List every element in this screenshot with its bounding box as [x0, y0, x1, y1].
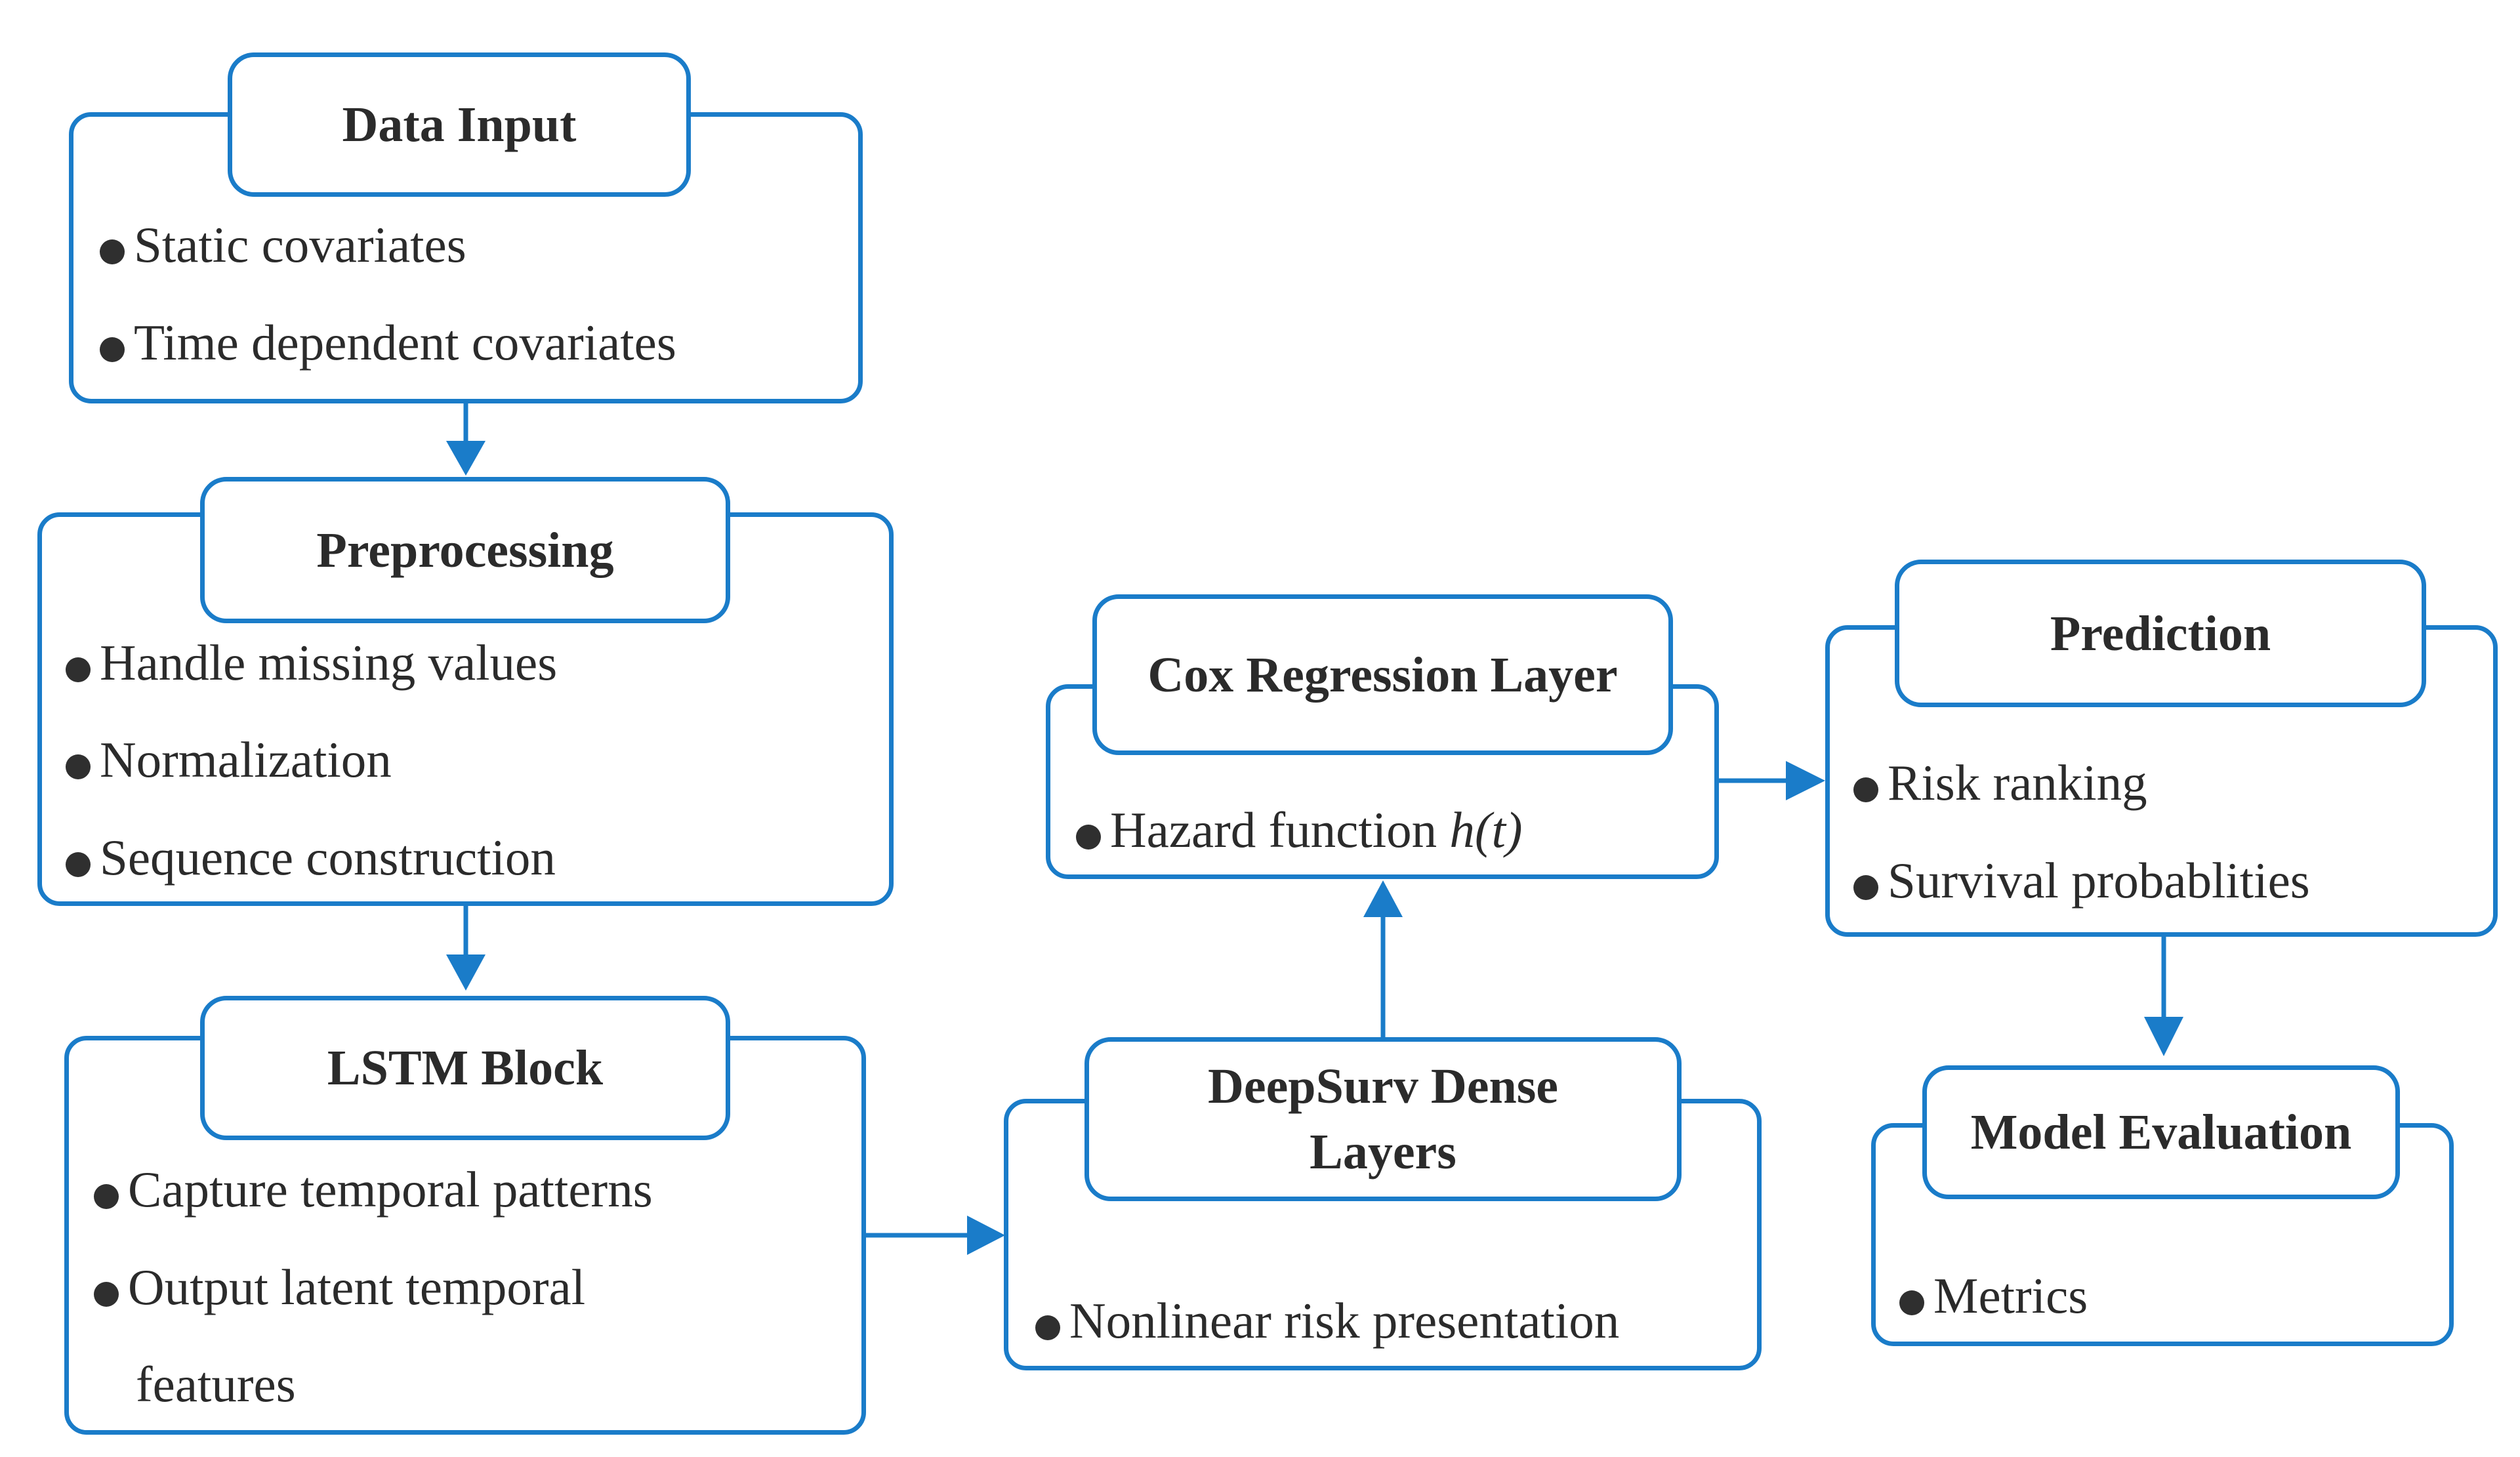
- bullet-icon: [66, 852, 91, 877]
- preprocessing-item-missing: Handle missing values: [66, 633, 557, 692]
- item-text: Metrics: [1933, 1267, 2088, 1324]
- item-text: Risk ranking: [1888, 754, 2147, 811]
- data-input-item-static: Static covariates: [100, 215, 466, 274]
- item-text: Capture temporal patterns: [128, 1161, 653, 1218]
- cox-item-hazard: Hazard function h(t): [1076, 800, 1523, 859]
- bullet-icon: [1853, 777, 1878, 802]
- data-input-item-time-dependent: Time dependent covariates: [100, 313, 676, 372]
- cox-header: Cox Regression Layer: [1092, 594, 1673, 755]
- item-text: Hazard function: [1110, 802, 1437, 858]
- data-input-header: Data Input: [228, 52, 691, 197]
- deepsurv-title-line1: DeepSurv Dense: [1207, 1059, 1559, 1114]
- arrowhead-cox: [1363, 880, 1403, 917]
- item-text: Static covariates: [134, 216, 466, 273]
- bullet-icon: [1035, 1315, 1060, 1340]
- bullet-icon: [1899, 1290, 1924, 1315]
- preprocessing-item-sequence: Sequence construction: [66, 828, 556, 887]
- preprocessing-item-normalization: Normalization: [66, 730, 392, 789]
- prediction-item-survival: Survival probablities: [1853, 851, 2310, 910]
- lstm-item-output-continued: features: [136, 1356, 296, 1412]
- item-text: Output latent temporal: [128, 1259, 586, 1315]
- item-text: Time dependent covariates: [134, 314, 676, 371]
- prediction-header: Prediction: [1895, 560, 2426, 707]
- lstm-item-capture: Capture temporal patterns: [94, 1160, 653, 1219]
- arrowhead-lstm: [446, 954, 485, 991]
- bullet-icon: [100, 239, 125, 264]
- arrowhead-deepsurv: [967, 1216, 1005, 1255]
- arrowhead-prediction: [1786, 761, 1825, 800]
- item-text: Survival probablities: [1888, 852, 2310, 909]
- bullet-icon: [66, 657, 91, 682]
- preprocessing-header: Preprocessing: [200, 477, 730, 623]
- bullet-icon: [94, 1282, 119, 1307]
- deepsurv-item-nonlinear: Nonlinear risk presentation: [1035, 1291, 1619, 1350]
- lstm-item-output: Output latent temporal: [94, 1258, 585, 1317]
- item-text: Handle missing values: [100, 634, 558, 691]
- arrowhead-preprocessing: [446, 441, 485, 476]
- item-text: Sequence construction: [100, 829, 556, 886]
- bullet-icon: [1076, 825, 1101, 850]
- evaluation-item-metrics: Metrics: [1899, 1266, 2088, 1325]
- deepsurv-header: DeepSurv Dense Layers: [1084, 1037, 1682, 1201]
- item-text: Nonlinear risk presentation: [1069, 1292, 1620, 1349]
- prediction-item-risk: Risk ranking: [1853, 753, 2147, 812]
- evaluation-header: Model Evaluation: [1922, 1065, 2400, 1199]
- bullet-icon: [1853, 875, 1878, 900]
- lstm-header: LSTM Block: [200, 996, 730, 1140]
- bullet-icon: [100, 337, 125, 362]
- item-text: Normalization: [100, 731, 392, 788]
- bullet-icon: [66, 754, 91, 779]
- hazard-formula: h(t): [1449, 802, 1523, 858]
- arrowhead-evaluation: [2144, 1017, 2183, 1056]
- bullet-icon: [94, 1184, 119, 1209]
- deepsurv-title-line2: Layers: [1310, 1124, 1456, 1180]
